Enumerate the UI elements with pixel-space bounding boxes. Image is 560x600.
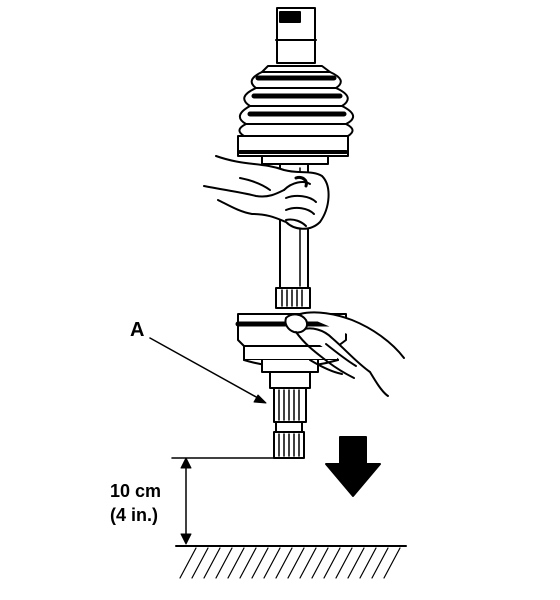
dimension-label-imperial: (4 in.) xyxy=(110,505,158,525)
upper-hand xyxy=(203,155,330,230)
callout-label-a: A xyxy=(130,319,144,341)
callout-a-leader xyxy=(149,337,267,404)
dimension-label-metric: 10 cm xyxy=(110,481,161,501)
stub-shaft xyxy=(269,371,311,459)
shaft-spline xyxy=(275,287,311,309)
upper-shaft-end xyxy=(275,7,317,64)
dimension-line xyxy=(171,457,277,545)
ground-hatch-icon xyxy=(175,545,407,579)
lower-hand xyxy=(284,311,405,397)
outboard-boot xyxy=(238,65,354,137)
arrow-down-icon xyxy=(325,436,381,497)
outboard-joint-ring xyxy=(237,135,349,165)
